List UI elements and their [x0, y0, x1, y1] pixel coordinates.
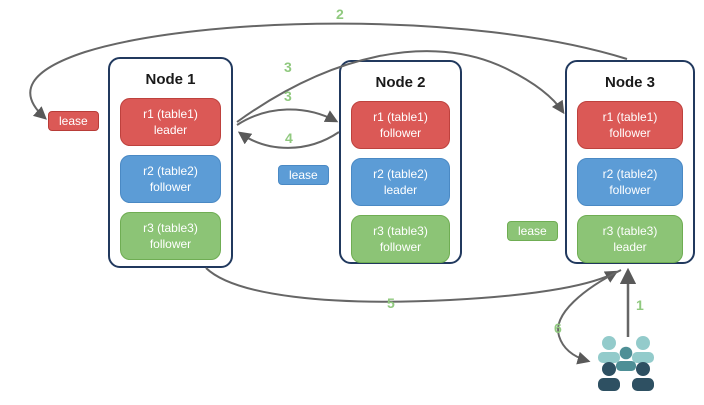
- node-1-replica-r2: r2 (table2) follower: [120, 155, 221, 203]
- replica-role: follower: [379, 126, 422, 140]
- replica-role: leader: [153, 123, 188, 137]
- replica-label: r1 (table1): [373, 110, 428, 124]
- node-1-replica-r3: r3 (table3) follower: [120, 212, 221, 260]
- step-label-3a: 3: [284, 59, 292, 75]
- user-head: [636, 362, 650, 376]
- user-head: [602, 362, 616, 376]
- user-body: [616, 361, 636, 371]
- node-3: Node 3 r1 (table1) follower r2 (table2) …: [565, 60, 695, 264]
- user-head: [619, 346, 633, 360]
- replica-role: follower: [149, 180, 192, 194]
- step-label-4: 4: [285, 130, 293, 146]
- user-body: [632, 352, 654, 363]
- arrow-step-3-node1-to-node2: [236, 108, 339, 126]
- replica-label: r2 (table2): [602, 167, 658, 181]
- user-head: [602, 336, 616, 350]
- lease-badge-table1: lease: [48, 111, 99, 131]
- node-2-title: Node 2: [375, 74, 426, 91]
- replica-label: r3 (table3): [143, 221, 198, 235]
- step-label-5: 5: [387, 295, 395, 311]
- replica-label: r2 (table2): [373, 167, 428, 181]
- user-head: [636, 336, 650, 350]
- node-1-title: Node 1: [145, 71, 196, 88]
- replica-role: leader: [383, 183, 418, 197]
- node-2-replica-r3: r3 (table3) follower: [351, 215, 450, 263]
- replica-label: r1 (table1): [143, 107, 198, 121]
- arrow-step-5-node1-to-node3: [205, 267, 619, 303]
- replica-label: r1 (table1): [602, 110, 658, 124]
- node-3-replica-r3: r3 (table3) leader: [577, 215, 683, 263]
- node-3-replica-r2: r2 (table2) follower: [577, 158, 683, 206]
- node-2: Node 2 r1 (table1) follower r2 (table2) …: [339, 60, 462, 264]
- node-3-replica-r1: r1 (table1) follower: [577, 101, 683, 149]
- node-1: Node 1 r1 (table1) leader r2 (table2) fo…: [108, 57, 233, 268]
- step-label-1: 1: [636, 297, 644, 313]
- replica-label: r3 (table3): [373, 224, 428, 238]
- node-1-replica-r1: r1 (table1) leader: [120, 98, 221, 146]
- user-body: [598, 378, 620, 391]
- replica-role: follower: [609, 126, 651, 140]
- node-2-replica-r1: r1 (table1) follower: [351, 101, 450, 149]
- replica-label: r2 (table2): [143, 164, 198, 178]
- users-group-icon: [598, 336, 654, 391]
- replica-role: follower: [379, 240, 422, 254]
- lease-badge-table2: lease: [278, 165, 329, 185]
- step-label-3b: 3: [284, 88, 292, 104]
- node-2-replica-r2: r2 (table2) leader: [351, 158, 450, 206]
- lease-badge-table3: lease: [507, 221, 558, 241]
- replica-role: leader: [613, 240, 647, 254]
- replica-label: r3 (table3): [602, 224, 658, 238]
- step-label-2: 2: [336, 6, 344, 22]
- user-body: [598, 352, 620, 363]
- user-body: [632, 378, 654, 391]
- replica-role: follower: [609, 183, 651, 197]
- step-label-6: 6: [554, 320, 562, 336]
- replica-role: follower: [149, 237, 192, 251]
- node-3-title: Node 3: [604, 74, 655, 91]
